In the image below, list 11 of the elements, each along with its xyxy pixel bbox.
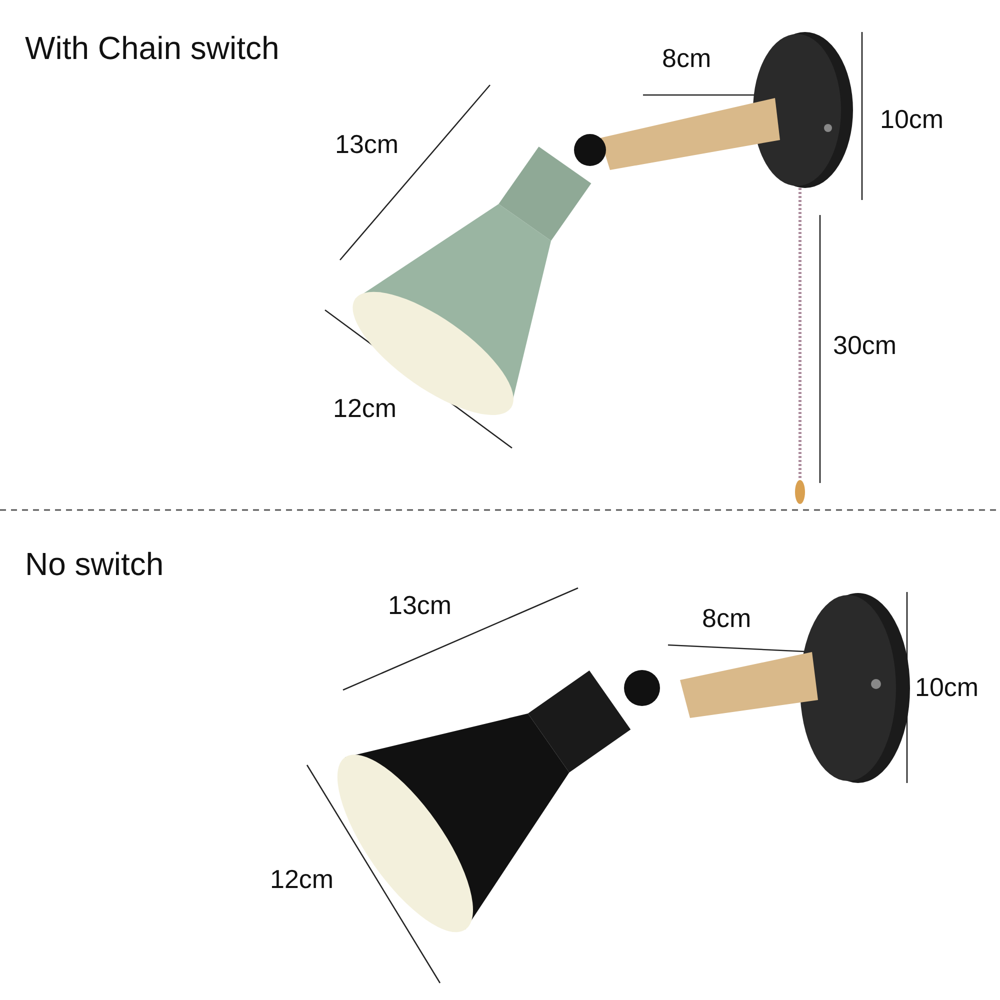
dimension-label: 12cm: [270, 866, 334, 892]
dimension-label: 13cm: [388, 592, 452, 618]
dimension-label: 8cm: [702, 605, 752, 631]
dimension-label: 30cm: [833, 332, 897, 358]
section-heading: No switch: [25, 548, 164, 580]
dimension-label: 13cm: [335, 131, 399, 157]
dimension-label: 10cm: [880, 106, 944, 132]
section-heading: With Chain switch: [25, 32, 280, 64]
dimension-label: 12cm: [333, 395, 397, 421]
dimension-label: 10cm: [915, 674, 979, 700]
dimension-label: 8cm: [662, 45, 712, 71]
